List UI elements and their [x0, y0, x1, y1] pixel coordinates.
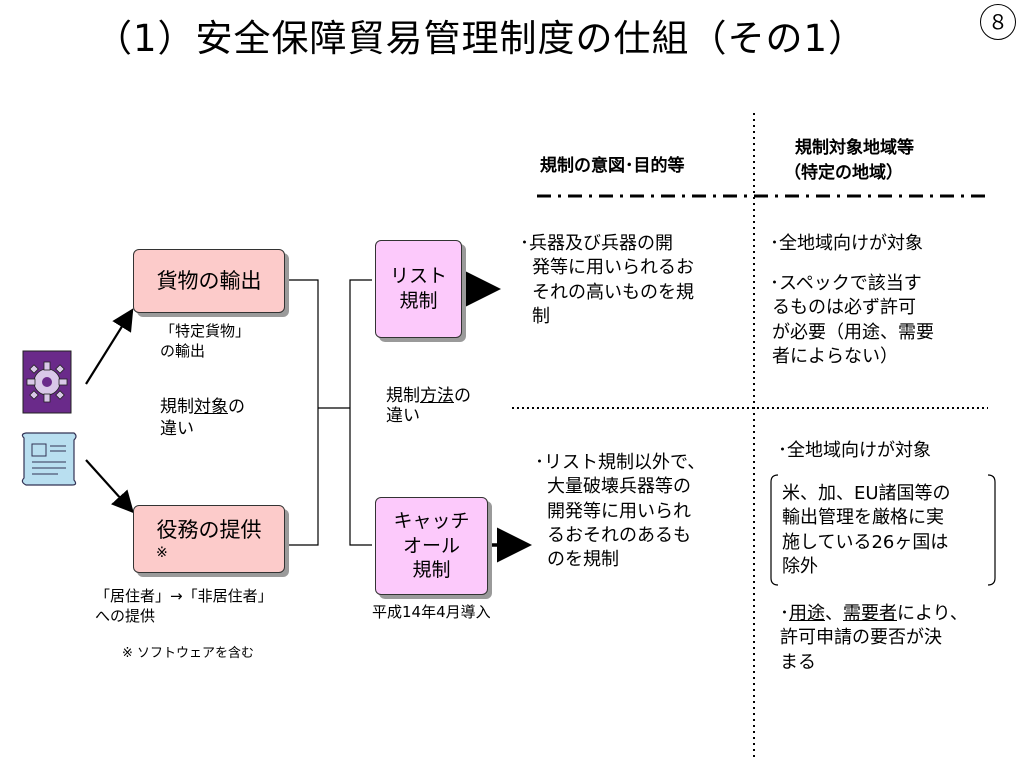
list-region-all: ･全地域向けが対象: [770, 233, 923, 254]
usage-underlined-1: 用途: [789, 603, 825, 624]
exclusion-line: 輸出管理を厳格に実: [782, 507, 944, 529]
catchall-line3: 規制: [412, 559, 451, 582]
list-region-spec-line: 者によらない）: [772, 345, 898, 367]
document-scroll-icon: [18, 430, 80, 488]
catchall-intent-line: るおそれのあるも: [547, 524, 691, 546]
list-intent-line: 制: [532, 305, 550, 327]
catchall-line1: キャッチ: [393, 509, 470, 532]
exclusion-line: 除外: [782, 555, 818, 577]
exclusion-text: 米、加、EU諸国等の 輸出管理を厳格に実 施している26ヶ国は 除外: [782, 482, 951, 579]
arrow-to-cargo: [85, 308, 134, 385]
usage-separator: 、: [825, 603, 843, 624]
target-diff-pre: 規制: [160, 397, 194, 417]
exclusion-line: 施している26ヶ国は: [782, 531, 949, 553]
header-intent: 規制の意図･目的等: [540, 156, 685, 176]
usage-line3: まる: [780, 651, 816, 673]
catchall-intent-line: 開発等に用いられ: [547, 500, 691, 522]
cargo-export-label: 貨物の輸出: [156, 269, 262, 293]
catchall-control-box: キャッチ オール 規制: [375, 497, 488, 595]
list-region-spec-line: が必要（用途、需要: [772, 321, 934, 343]
method-diff-pre: 規制: [386, 386, 420, 406]
list-intent-text: ･兵器及び兵器の開 発等に用いられるお それの高いものを規 制: [520, 232, 694, 329]
service-note-line1: 「居住者」→「非居住者」: [95, 587, 273, 605]
catchall-intent-text: ･リスト規制以外で、 大量破壊兵器等の 開発等に用いられ るおそれのあるも のを…: [535, 451, 705, 572]
catchall-note: 平成14年4月導入: [372, 603, 491, 621]
list-control-box: リスト 規制: [375, 240, 462, 338]
cargo-note: 「特定貨物」 の輸出: [160, 322, 250, 361]
method-diff-underlined: 方法: [420, 386, 454, 406]
exclusion-bracket: [770, 474, 996, 586]
list-intent-line: ･兵器及び兵器の開: [520, 233, 673, 254]
list-control-line1: リスト: [389, 265, 447, 288]
page-title: （1）安全保障貿易管理制度の仕組（その1）: [95, 17, 867, 60]
cargo-export-box: 貨物の輸出: [133, 249, 285, 313]
software-note: ※ ソフトウェアを含む: [122, 646, 255, 661]
arrow-to-service: [85, 459, 134, 514]
list-intent-line: それの高いものを規: [532, 281, 694, 303]
catchall-region-all: ･全地域向けが対象: [778, 440, 931, 461]
list-intent-line: 発等に用いられるお: [532, 257, 694, 279]
service-provision-label: 役務の提供: [156, 518, 262, 542]
usage-underlined-2: 需要者: [843, 603, 897, 624]
cargo-note-line1: 「特定貨物」: [160, 322, 251, 340]
header-region-line2: （特定の地域）: [784, 163, 903, 183]
target-diff-post: の: [228, 397, 245, 417]
right-bracket-line: [349, 279, 372, 546]
target-diff-underlined: 対象: [194, 397, 228, 417]
usage-line2: 許可申請の要否が決: [780, 627, 942, 649]
list-region-spec-line: るものは必ず許可: [772, 297, 916, 319]
cargo-note-line2: の輸出: [160, 341, 206, 360]
header-region-line1: 規制対象地域等: [795, 138, 914, 158]
usage-post: により、: [897, 603, 968, 624]
method-difference-label: 規制方法の 違い: [386, 386, 471, 426]
usage-text: ･用途、需要者により、 許可申請の要否が決 まる: [780, 602, 968, 675]
method-diff-line2: 違い: [386, 405, 420, 426]
catchall-intent-line: 大量破壊兵器等の: [547, 476, 691, 498]
service-note: 「居住者」→「非居住者」 への提供: [95, 587, 273, 626]
target-diff-line2: 違い: [160, 419, 194, 440]
list-region-spec-line: ･スペックで該当す: [770, 273, 922, 294]
catchall-intent-line: のを規制: [547, 549, 619, 571]
left-bracket-line: [288, 279, 319, 546]
catchall-intent-line: ･リスト規制以外で、: [535, 452, 706, 473]
service-note-line2: への提供: [95, 606, 156, 625]
usage-bullet: ･: [780, 603, 789, 624]
target-difference-label: 規制対象の 違い: [160, 396, 245, 440]
page-number-badge: ８: [980, 4, 1016, 40]
catchall-line2: オール: [402, 534, 460, 557]
service-provision-box: 役務の提供 ※: [133, 505, 285, 573]
list-region-spec: ･スペックで該当す るものは必ず許可 が必要（用途、需要 者によらない）: [770, 272, 934, 369]
service-mark: ※: [156, 545, 168, 561]
list-control-line2: 規制: [399, 290, 438, 312]
method-diff-post: の: [454, 386, 471, 406]
exclusion-line: 米、加、EU諸国等の: [782, 483, 951, 504]
gear-icon: [22, 350, 72, 414]
